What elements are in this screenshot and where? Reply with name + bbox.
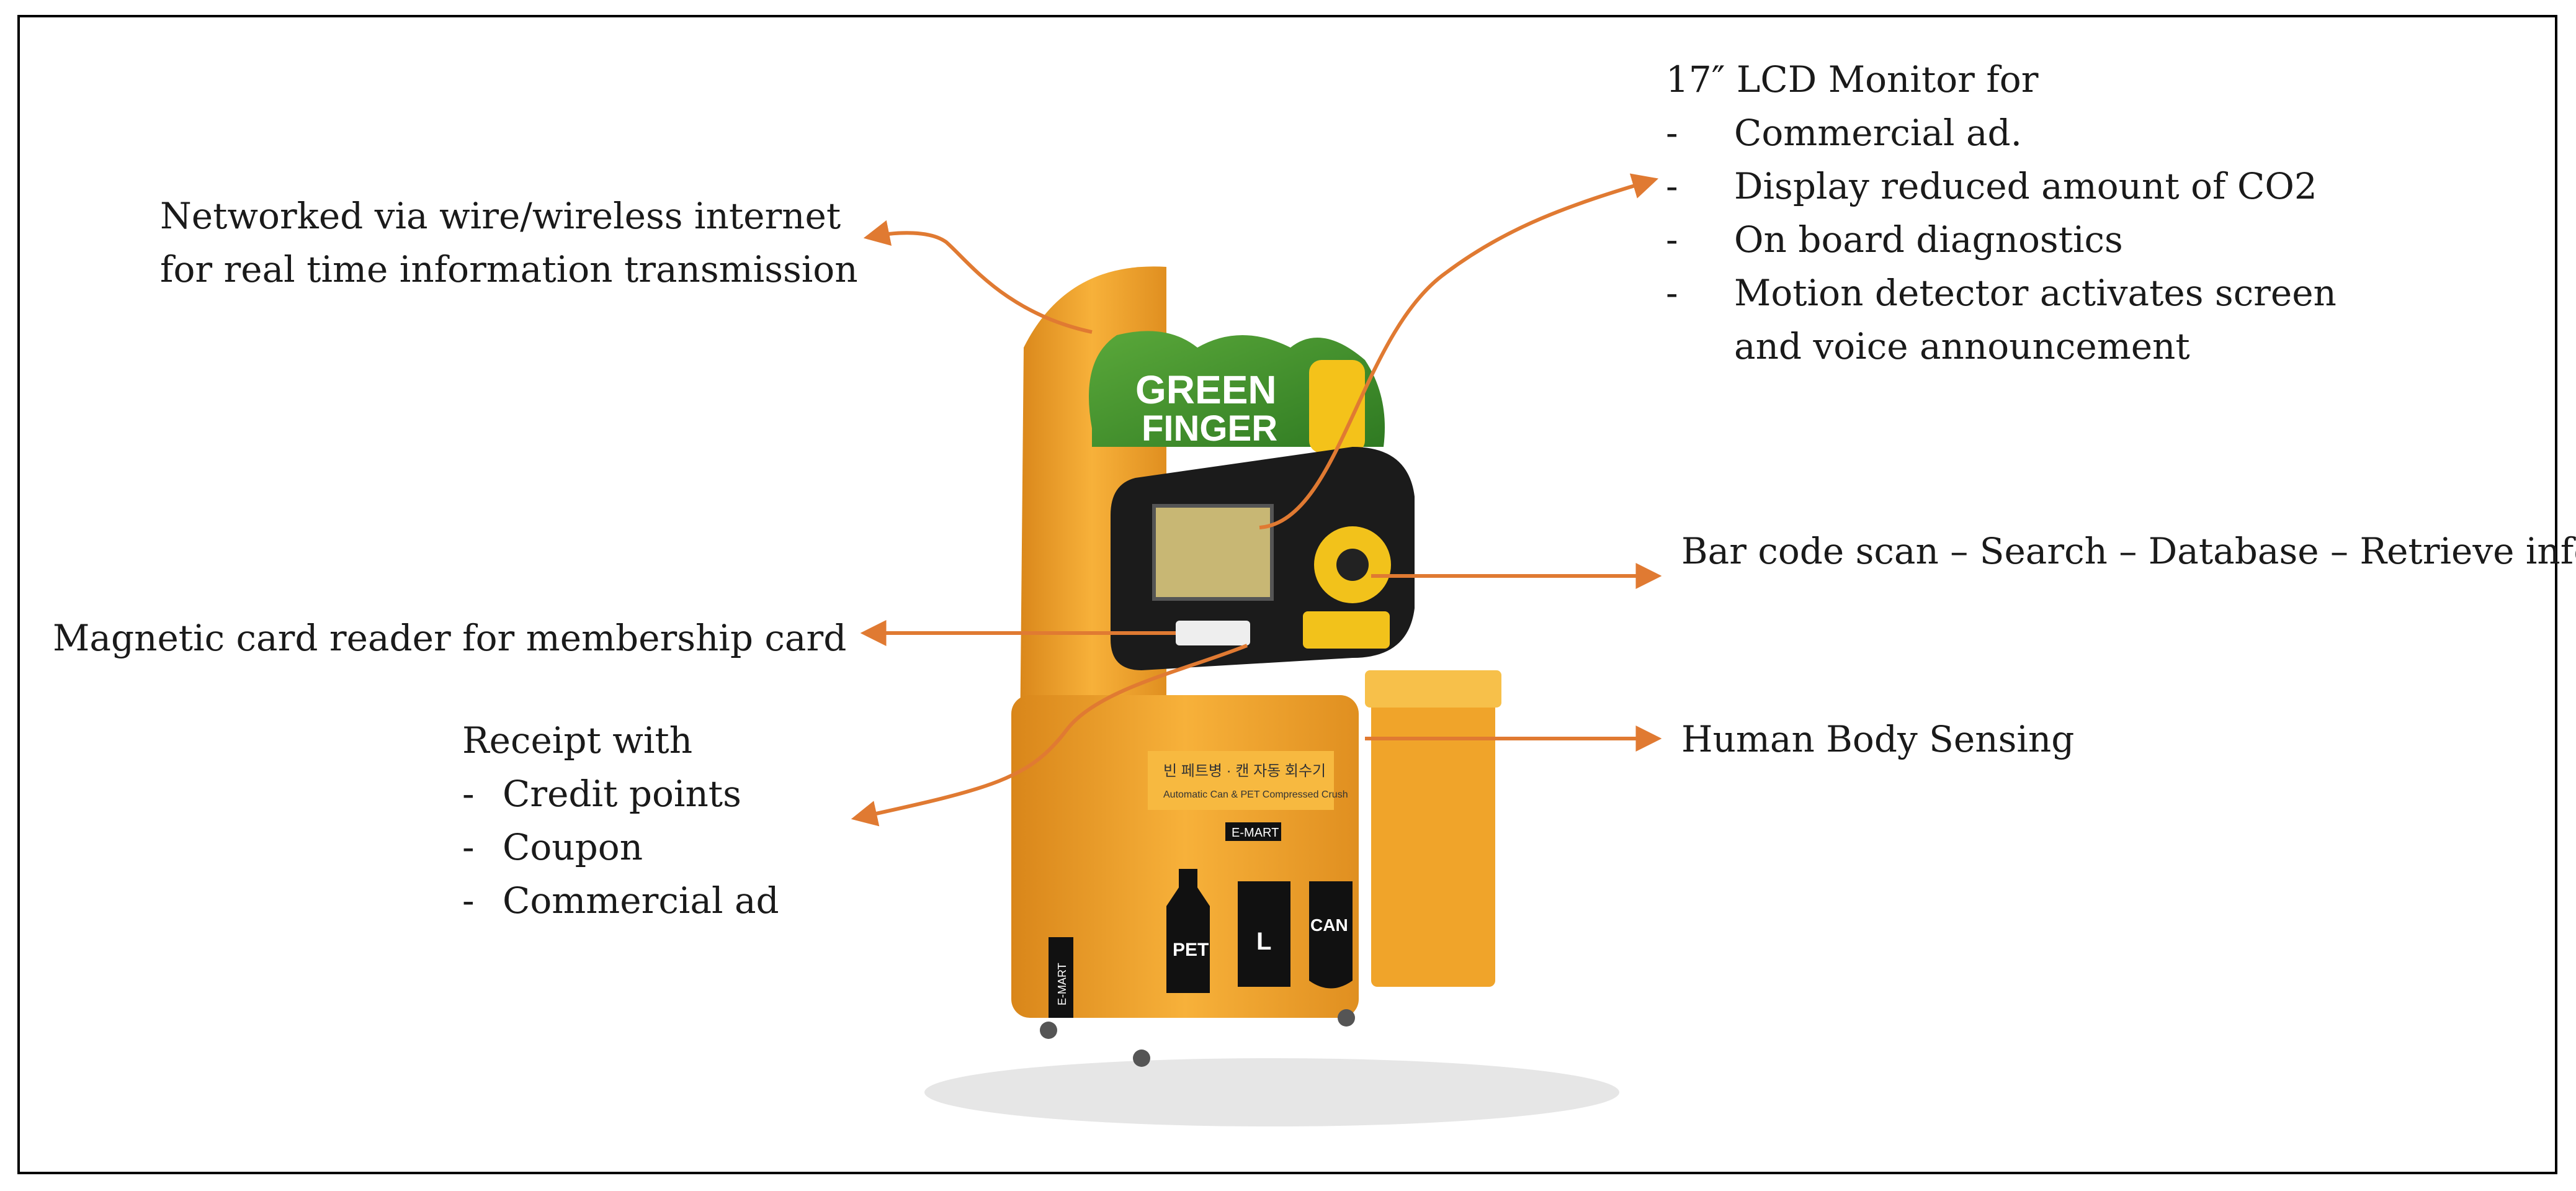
arrow-network: [863, 220, 1093, 334]
can-slot[interactable]: [1309, 881, 1353, 989]
wheel: [1338, 1009, 1355, 1027]
wheel: [1133, 1049, 1150, 1067]
annotation-line: for real time information transmission: [160, 248, 858, 290]
sub-title: Automatic Can & PET Compressed Crush: [1163, 789, 1348, 800]
sign-text-finger: FINGER: [1142, 408, 1277, 449]
receipt-slot[interactable]: [1303, 611, 1390, 649]
annotation-receipt: Receipt with -Credit points -Coupon -Com…: [462, 714, 779, 927]
side-unit: [1371, 695, 1495, 987]
list-item: -Commercial ad: [462, 879, 779, 922]
can-label: CAN: [1310, 915, 1348, 935]
list-item: and voice announcement: [1734, 325, 2190, 367]
annotation-barcode: Bar code scan – Search – Database – Retr…: [1681, 530, 2576, 572]
side-unit-top: [1365, 670, 1501, 708]
store-badge: [1225, 822, 1281, 841]
annotation-title: 17″ LCD Monitor for: [1666, 58, 2039, 101]
list-item: -Display reduced amount of CO2: [1666, 165, 2317, 207]
list-item: -Motion detector activates screen: [1666, 272, 2337, 314]
sign-text-green: GREEN: [1135, 367, 1277, 412]
annotation-human-sensing: Human Body Sensing: [1681, 718, 2075, 760]
figure-border: [17, 15, 2557, 1174]
korean-title: 빈 페트병 · 캔 자동 회수기: [1163, 763, 1326, 780]
middle-slot[interactable]: [1238, 881, 1290, 987]
annotation-monitor: 17″ LCD Monitor for -Commercial ad. -Dis…: [1666, 53, 2337, 373]
receipt-feature-list: -Credit points -Coupon -Commercial ad: [462, 767, 779, 927]
annotation-network: Networked via wire/wireless internet for…: [160, 189, 858, 296]
scanner-lens: [1336, 549, 1369, 581]
ground-shadow: [924, 1058, 1619, 1126]
annotation-line: Networked via wire/wireless internet: [160, 195, 841, 237]
pet-label: PET: [1173, 940, 1209, 960]
list-item: -Commercial ad.: [1666, 112, 2023, 154]
list-item: -On board diagnostics: [1666, 218, 2123, 261]
middle-label: L: [1256, 928, 1271, 955]
list-item: -Coupon: [462, 826, 643, 868]
card-reader-slot[interactable]: [1176, 621, 1250, 645]
monitor-feature-list: -Commercial ad. -Display reduced amount …: [1666, 106, 2337, 373]
annotation-title: Receipt with: [462, 719, 693, 762]
annotation-card-reader: Magnetic card reader for membership card: [53, 617, 847, 659]
arrow-receipt: [851, 644, 1248, 827]
pet-bottle-slot[interactable]: [1166, 869, 1210, 993]
sign-bottle: [1309, 360, 1365, 453]
side-logo-badge: [1049, 937, 1073, 1018]
list-item: -Credit points: [462, 773, 741, 815]
side-logo: E-MART: [1056, 963, 1068, 1005]
wheel: [1040, 1022, 1057, 1039]
front-label-panel: [1148, 751, 1334, 810]
arrow-monitor: [1259, 173, 1659, 529]
lcd-screen[interactable]: [1152, 504, 1274, 601]
store-brand: E-MART: [1232, 826, 1279, 840]
